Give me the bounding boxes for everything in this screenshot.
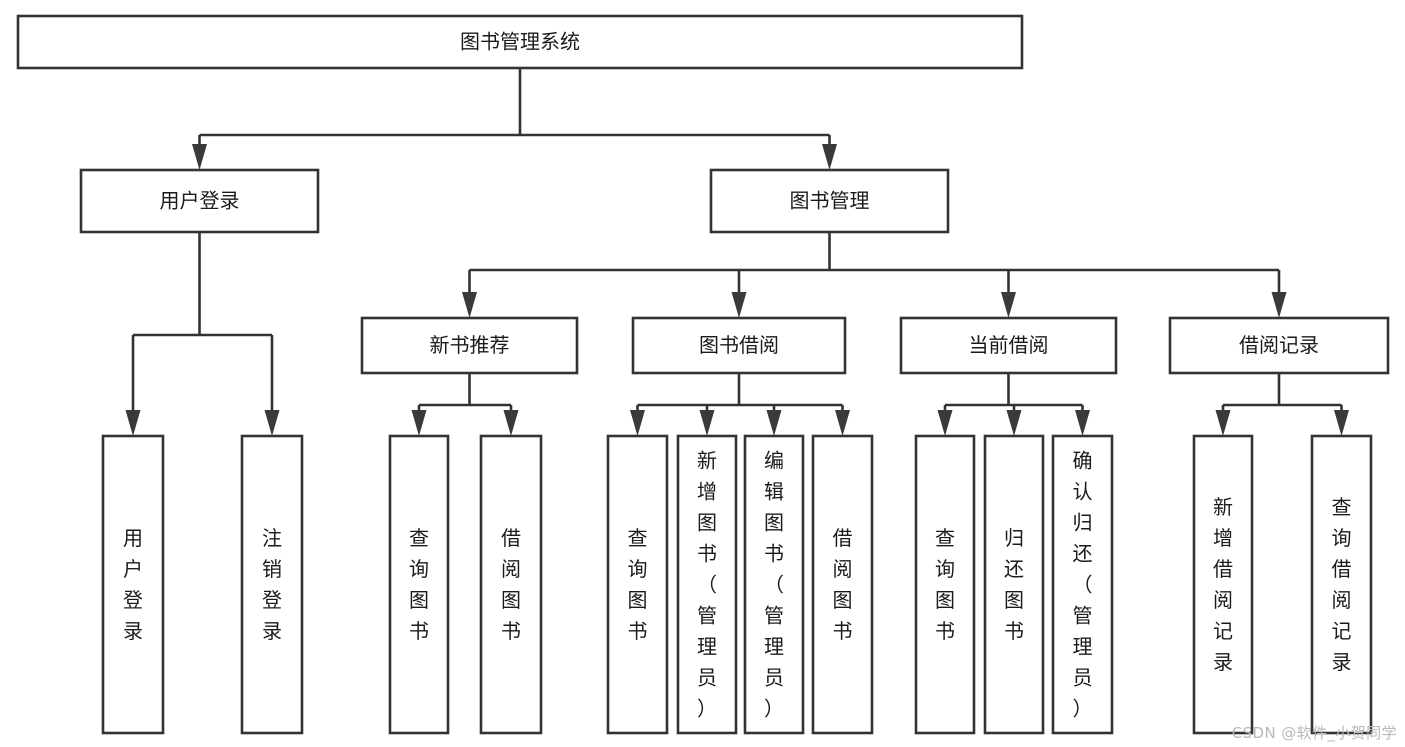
node-l3-新书推荐[interactable]: 新书推荐 [360, 316, 579, 375]
node-rect [101, 434, 165, 735]
arrow-head-icon [503, 410, 519, 436]
node-label: 借阅图书 [501, 526, 521, 643]
node-l3-借阅记录[interactable]: 借阅记录 [1168, 316, 1390, 375]
node-rect [1051, 434, 1114, 735]
node-rect [983, 434, 1045, 735]
arrow-head-icon [766, 410, 782, 436]
node-l2-图书管理[interactable]: 图书管理 [709, 168, 950, 234]
node-rect [1192, 434, 1254, 735]
arrow-head-icon [264, 410, 280, 436]
node-label: 新增图书（管理员） [697, 449, 717, 721]
arrow-head-icon [1006, 410, 1022, 436]
arrow-head-icon [411, 410, 427, 436]
node-label: 查询图书 [409, 526, 429, 643]
arrow-head-icon [835, 410, 850, 436]
node-layer: 图书管理系统用户登录图书管理用户登录注销登录新书推荐查询图书借阅图书图书借阅查询… [16, 14, 1390, 735]
node-rect [479, 434, 543, 735]
node-rect [360, 316, 579, 375]
node-label: 查询图书 [935, 526, 955, 643]
node-leaf-借阅图书[interactable]: 借阅图书 [811, 434, 874, 735]
arrow-head-icon [822, 144, 837, 170]
node-rect [811, 434, 874, 735]
node-label: 当前借阅 [969, 333, 1049, 357]
node-label: 注销登录 [262, 526, 282, 643]
node-label: 用户登录 [160, 189, 240, 213]
node-label: 用户登录 [123, 526, 143, 643]
arrow-head-icon [731, 292, 747, 318]
arrow-head-icon [1215, 410, 1231, 436]
arrow-head-icon [1075, 410, 1090, 436]
arrow-head-icon [1001, 292, 1016, 318]
node-rect [16, 14, 1024, 70]
node-leaf-查询借阅记录[interactable]: 查询借阅记录 [1310, 434, 1373, 735]
node-label: 新书推荐 [430, 333, 510, 357]
node-l2-用户登录[interactable]: 用户登录 [79, 168, 320, 234]
node-rect [1310, 434, 1373, 735]
node-label: 归还图书 [1004, 526, 1024, 643]
node-leaf-注销登录[interactable]: 注销登录 [240, 434, 304, 735]
node-rect [676, 434, 738, 735]
node-label: 确认归还（管理员） [1073, 449, 1093, 721]
arrow-head-icon [937, 410, 953, 436]
node-rect [743, 434, 805, 735]
node-leaf-借阅图书[interactable]: 借阅图书 [479, 434, 543, 735]
node-label: 图书管理 [790, 189, 870, 213]
node-leaf-归还图书[interactable]: 归还图书 [983, 434, 1045, 735]
node-leaf-用户登录[interactable]: 用户登录 [101, 434, 165, 735]
node-rect [899, 316, 1118, 375]
csdn-watermark: CSDN @软件_小贺同学 [1231, 724, 1397, 742]
node-l3-当前借阅[interactable]: 当前借阅 [899, 316, 1118, 375]
connector-layer [125, 68, 1349, 436]
node-leaf-查询图书[interactable]: 查询图书 [914, 434, 976, 735]
arrow-head-icon [699, 410, 715, 436]
arrow-head-icon [1334, 410, 1349, 436]
node-label: 图书管理系统 [460, 30, 580, 54]
arrow-head-icon [1271, 292, 1287, 318]
node-rect [240, 434, 304, 735]
node-root-图书管理系统[interactable]: 图书管理系统 [16, 14, 1024, 70]
node-leaf-编辑图书管理员[interactable]: 编辑图书（管理员） [743, 434, 805, 735]
node-leaf-查询图书[interactable]: 查询图书 [606, 434, 669, 735]
node-label: 查询借阅记录 [1332, 495, 1352, 674]
node-label: 编辑图书（管理员） [764, 449, 784, 721]
node-leaf-新增图书管理员[interactable]: 新增图书（管理员） [676, 434, 738, 735]
arrow-head-icon [192, 144, 207, 170]
node-rect [79, 168, 320, 234]
node-leaf-查询图书[interactable]: 查询图书 [388, 434, 450, 735]
node-label: 新增借阅记录 [1213, 495, 1233, 674]
node-leaf-新增借阅记录[interactable]: 新增借阅记录 [1192, 434, 1254, 735]
node-label: 借阅图书 [833, 526, 853, 643]
arrow-head-icon [462, 292, 477, 318]
node-rect [914, 434, 976, 735]
arrow-head-icon [125, 410, 141, 436]
node-rect [1168, 316, 1390, 375]
node-rect [388, 434, 450, 735]
arrow-head-icon [630, 410, 645, 436]
node-label: 查询图书 [628, 526, 648, 643]
node-label: 借阅记录 [1239, 333, 1319, 357]
node-l3-图书借阅[interactable]: 图书借阅 [631, 316, 847, 375]
node-rect [606, 434, 669, 735]
node-label: 图书借阅 [699, 333, 779, 357]
node-leaf-确认归还管理员[interactable]: 确认归还（管理员） [1051, 434, 1114, 735]
node-rect [709, 168, 950, 234]
node-rect [631, 316, 847, 375]
